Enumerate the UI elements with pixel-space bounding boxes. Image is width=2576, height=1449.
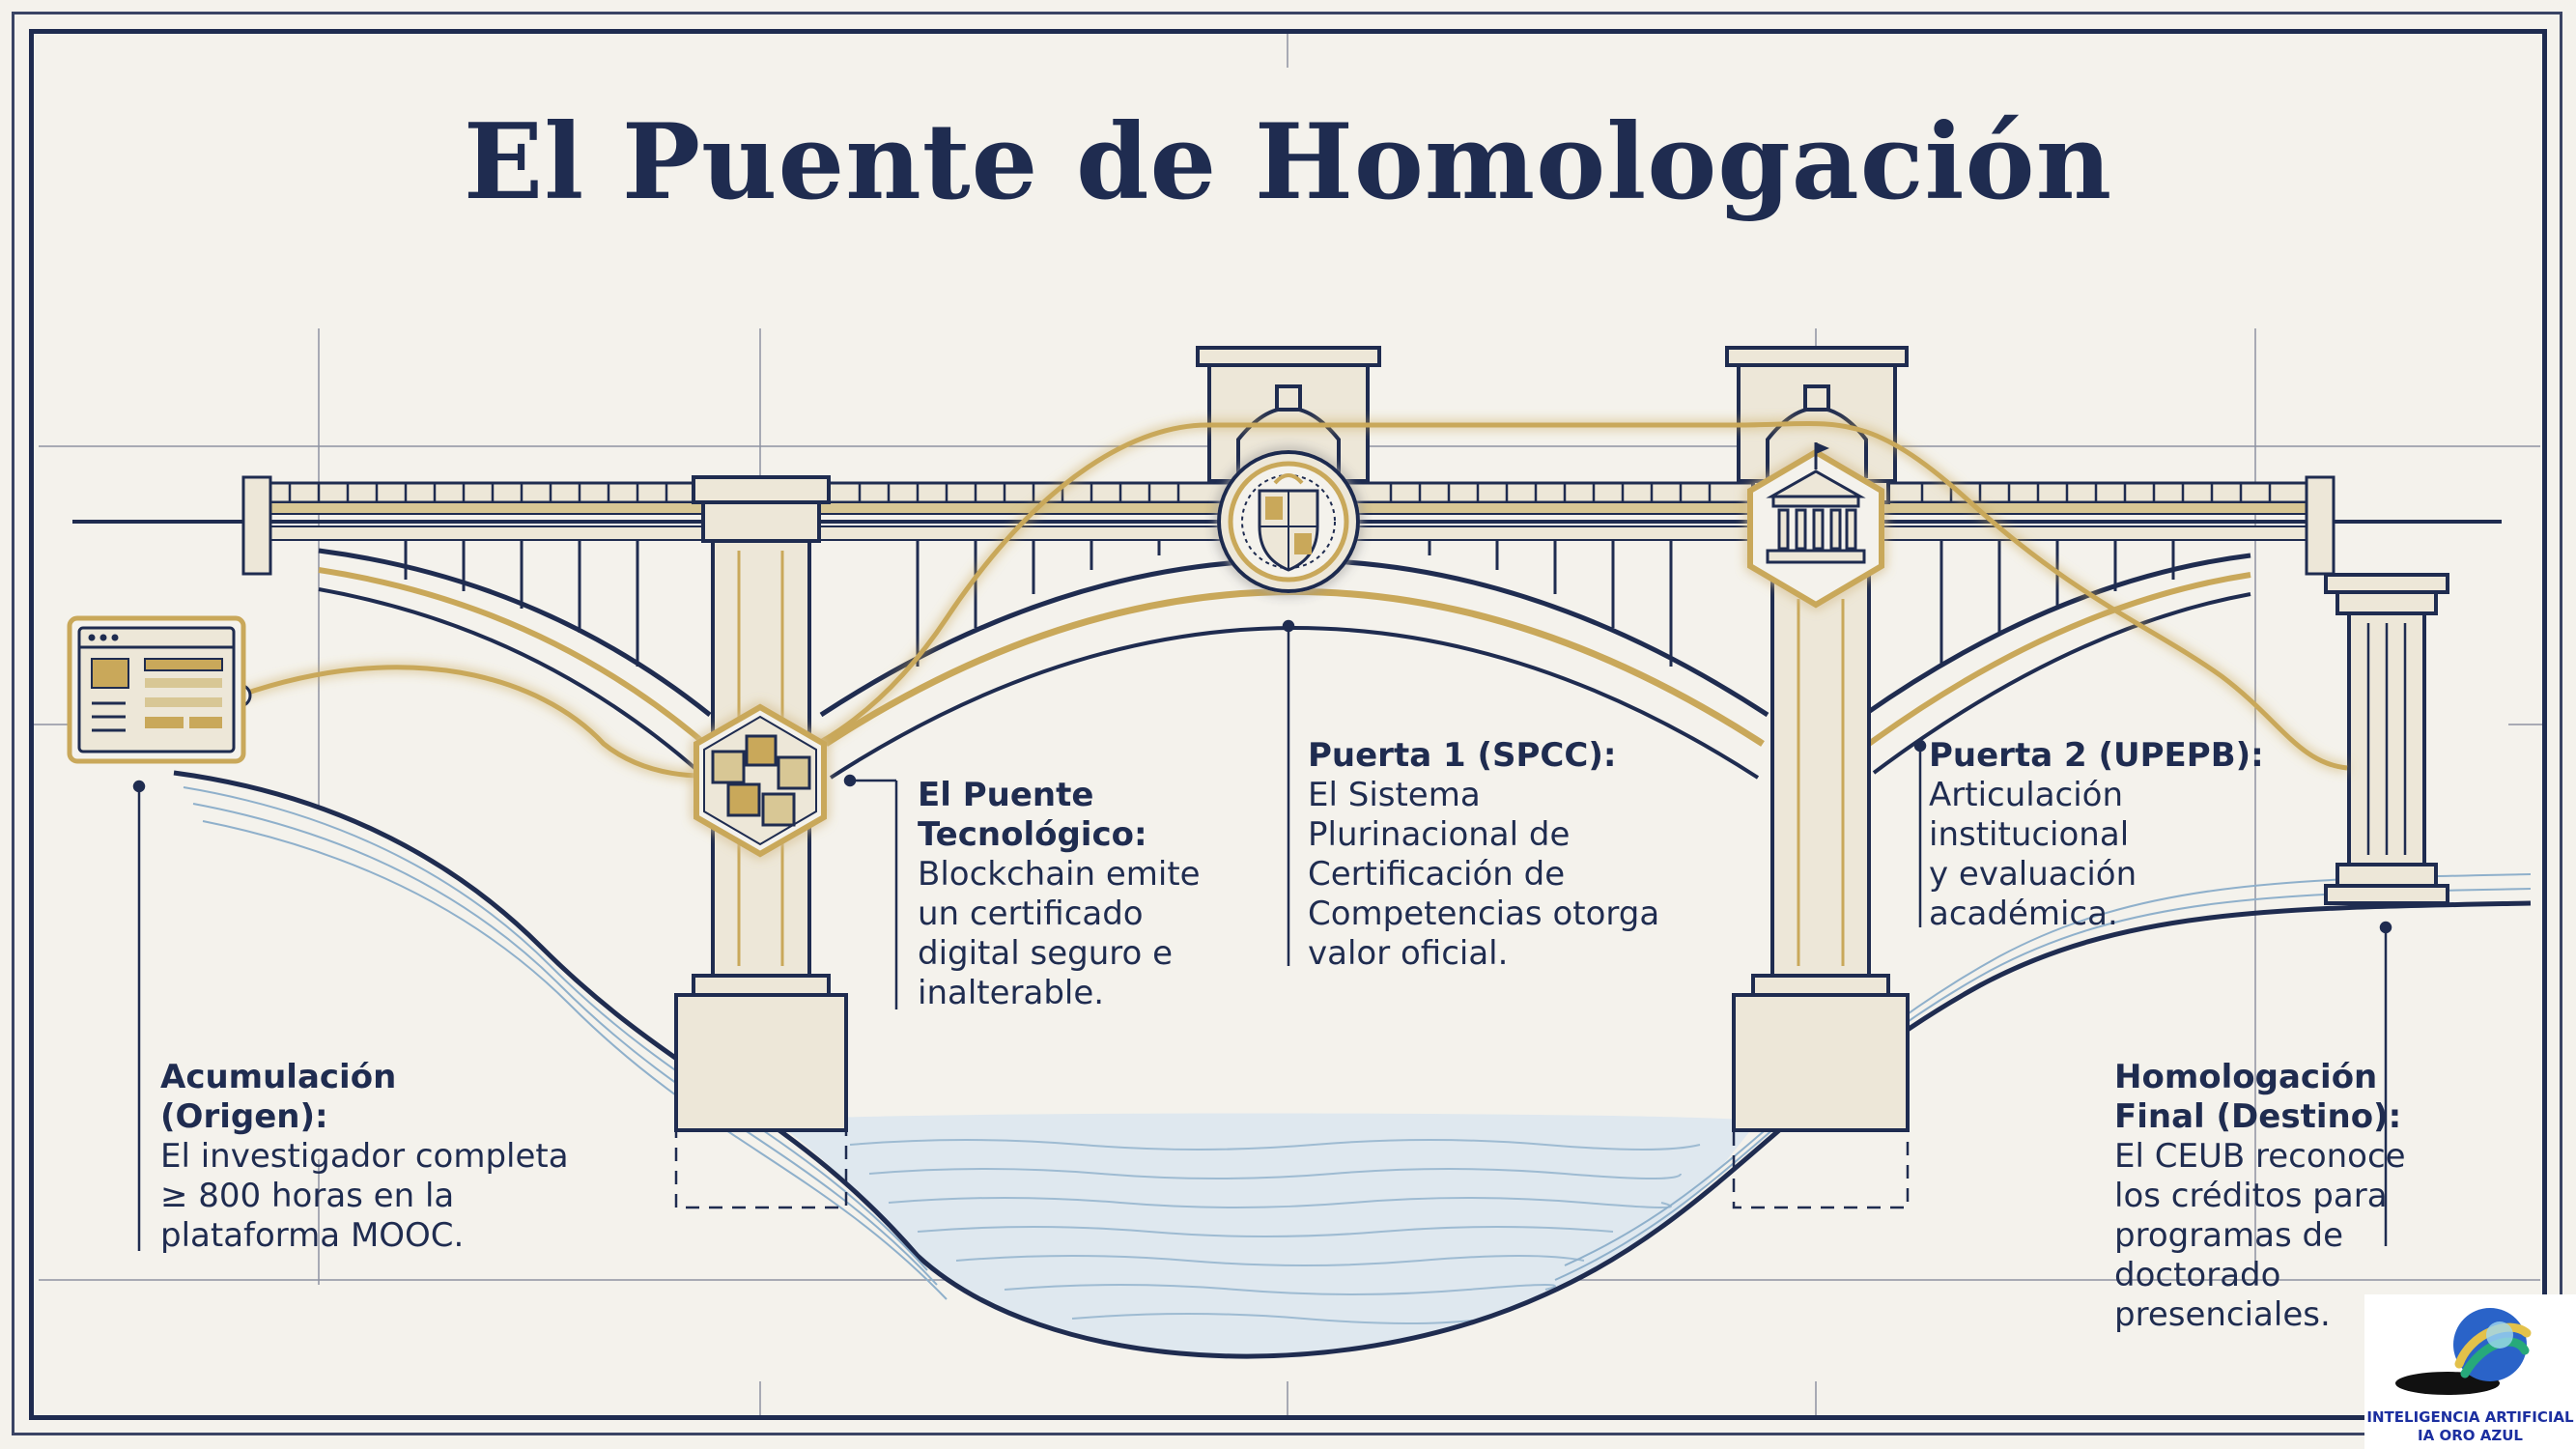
step-destination-text-1: El CEUB reconoce — [2114, 1137, 2406, 1176]
step-origin-text-3: plataforma MOOC. — [160, 1216, 465, 1255]
step-gate2-text-3: y evaluación — [1929, 855, 2137, 894]
step-origin-label: Acumulación (Origen): El investigador co… — [160, 1058, 569, 1256]
step-origin-heading-2: (Origen): — [160, 1097, 328, 1136]
step-tech-heading-1: El Puente — [918, 776, 1094, 814]
step-gate2-text-1: Articulación — [1929, 776, 2124, 814]
terrain-left — [58, 773, 860, 1159]
step-gate1-text-5: valor oficial. — [1308, 934, 1509, 973]
pillar-right — [1732, 475, 1910, 1209]
golden-path — [239, 420, 2348, 779]
step-gate2-text-4: académica. — [1929, 895, 2118, 933]
step-tech-label: El Puente Tecnológico: Blockchain emite … — [918, 776, 1201, 1013]
spandrel-columns — [404, 541, 2175, 667]
institution-building-icon — [1747, 442, 1884, 609]
step-gate2-text-2: institucional — [1929, 815, 2130, 854]
step-destination-heading-2: Final (Destino): — [2114, 1097, 2402, 1136]
logo-text-line2: IA ORO AZUL — [2418, 1427, 2523, 1444]
step-origin-text-2: ≥ 800 horas en la — [160, 1177, 455, 1215]
step-destination-text-5: presenciales. — [2114, 1295, 2331, 1334]
step-destination-text-4: doctorado — [2114, 1256, 2281, 1294]
page-title: El Puente de Homologación — [463, 101, 2113, 223]
destination-column — [2324, 573, 2449, 905]
water — [773, 1113, 1758, 1357]
browser-window-icon — [67, 615, 246, 764]
step-gate1-label: Puerta 1 (SPCC): El Sistema Plurinaciona… — [1308, 736, 1659, 974]
step-gate2-heading: Puerta 2 (UPEPB): — [1929, 736, 2264, 775]
step-gate1-heading: Puerta 1 (SPCC): — [1308, 736, 1617, 775]
blockchain-cubes-icon — [694, 703, 827, 858]
step-origin-text-1: El investigador completa — [160, 1137, 569, 1176]
railing-balusters — [288, 483, 2272, 502]
official-seal-icon — [1217, 450, 1360, 593]
step-tech-heading-2: Tecnológico: — [918, 815, 1147, 854]
step-gate1-text-4: Competencias otorga — [1308, 895, 1660, 933]
brand-logo: INTELIGENCIA ARTIFICIAL IA ORO AZUL — [2364, 1294, 2576, 1449]
step-gate1-text-3: Certificación de — [1308, 855, 1566, 894]
step-tech-text-1: Blockchain emite — [918, 855, 1201, 894]
step-origin-heading-1: Acumulación — [160, 1058, 397, 1096]
step-gate1-text-2: Plurinacional de — [1308, 815, 1571, 854]
step-destination-text-2: los créditos para — [2114, 1177, 2388, 1215]
step-tech-text-3: digital seguro e — [918, 934, 1173, 973]
logo-text-line1: INTELIGENCIA ARTIFICIAL — [2366, 1408, 2574, 1426]
step-destination-text-3: programas de — [2114, 1216, 2343, 1255]
step-tech-text-2: un certificado — [918, 895, 1144, 933]
step-tech-text-4: inalterable. — [918, 974, 1105, 1012]
leader-lines — [132, 619, 2392, 1251]
globe-swoosh-icon — [2395, 1308, 2532, 1395]
step-gate2-label: Puerta 2 (UPEPB): Articulación instituci… — [1929, 736, 2264, 934]
water-ripples — [849, 1139, 1701, 1324]
step-destination-label: Homologación Final (Destino): El CEUB re… — [2114, 1058, 2406, 1335]
step-gate1-text-1: El Sistema — [1308, 776, 1481, 814]
step-destination-heading-1: Homologación — [2114, 1058, 2378, 1096]
